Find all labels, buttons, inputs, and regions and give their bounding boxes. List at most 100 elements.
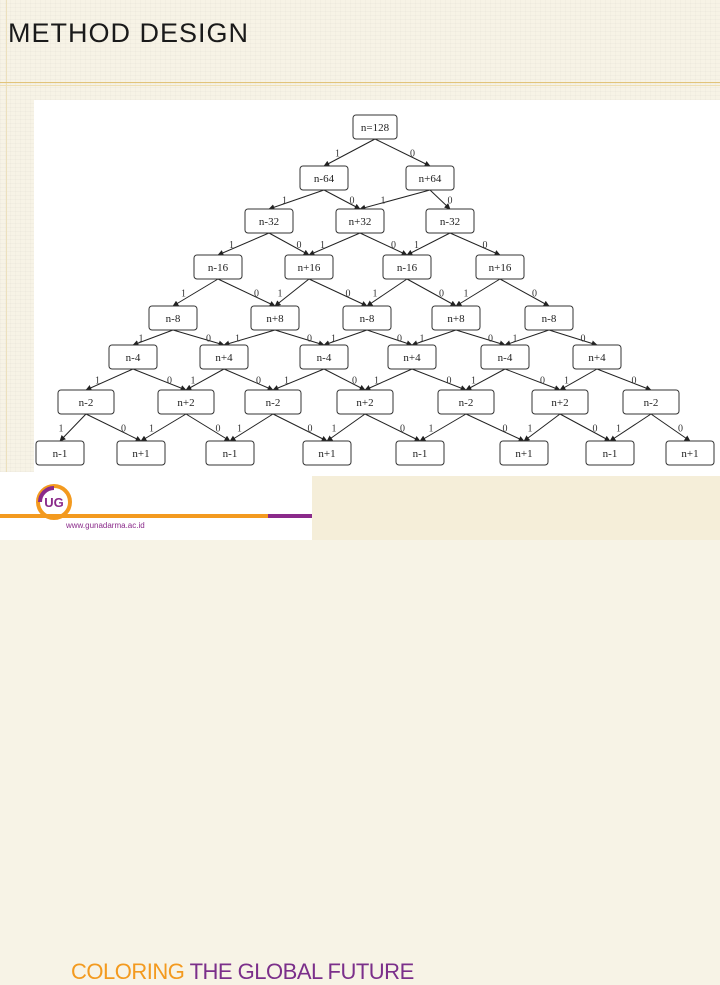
tree-node-label: n-2 bbox=[459, 397, 474, 409]
slide-frame-line bbox=[6, 0, 7, 540]
website-link[interactable]: www.gunadarma.ac.id bbox=[66, 521, 145, 530]
tree-node-label: n-64 bbox=[314, 173, 335, 185]
tree-edge bbox=[268, 232, 310, 256]
tree-node-label: n-32 bbox=[259, 216, 279, 228]
edge-label: 1 bbox=[278, 289, 283, 300]
tree-edge bbox=[650, 413, 691, 442]
tree-edge bbox=[308, 278, 368, 307]
tree-node-label: n-4 bbox=[317, 352, 332, 364]
tree-edge bbox=[449, 232, 501, 256]
edge-label: 1 bbox=[95, 376, 100, 387]
tree-node-box bbox=[499, 440, 549, 466]
tree-node: n-2 bbox=[622, 389, 680, 415]
edge-label: 1 bbox=[139, 334, 144, 345]
edge-label: 1 bbox=[229, 240, 234, 251]
tree-node: n+1 bbox=[665, 440, 715, 466]
tree-node-label: n-32 bbox=[440, 216, 460, 228]
edge-label: 0 bbox=[532, 289, 537, 300]
tree-node-box bbox=[437, 389, 495, 415]
tree-node: n=128 bbox=[352, 114, 398, 140]
tree-edge bbox=[132, 329, 174, 346]
tree-edge bbox=[274, 329, 325, 347]
edge-label: 1 bbox=[464, 289, 469, 300]
edge-label: 1 bbox=[282, 196, 287, 207]
tree-node: n+4 bbox=[387, 344, 437, 370]
edge-label: 1 bbox=[381, 196, 386, 207]
edge-label: 0 bbox=[350, 196, 355, 207]
edge-label: 0 bbox=[256, 376, 261, 387]
title-underline bbox=[0, 82, 720, 83]
tree-node: n-4 bbox=[480, 344, 530, 370]
tree-node: n+1 bbox=[116, 440, 166, 466]
edge-label: 0 bbox=[308, 424, 313, 435]
edge-label: 1 bbox=[191, 376, 196, 387]
tree-node: n-8 bbox=[342, 305, 392, 331]
edge-label: 0 bbox=[397, 334, 402, 345]
edge-label: 0 bbox=[488, 334, 493, 345]
tree-node: n-4 bbox=[108, 344, 158, 370]
tree-edge bbox=[559, 413, 611, 442]
tree-node: n-4 bbox=[299, 344, 349, 370]
tree-node: n-1 bbox=[585, 440, 635, 466]
edge-label: 0 bbox=[581, 334, 586, 345]
tree-edge bbox=[548, 329, 598, 347]
tree-node-box bbox=[302, 440, 352, 466]
tree-edge bbox=[140, 413, 187, 442]
edge-label: 1 bbox=[237, 424, 242, 435]
edge-label: 1 bbox=[564, 376, 569, 387]
tree-edge bbox=[374, 138, 431, 167]
tree-node-box bbox=[336, 389, 394, 415]
tree-edge bbox=[323, 368, 366, 391]
edge-label: 0 bbox=[346, 289, 351, 300]
edge-label: 1 bbox=[616, 424, 621, 435]
tree-node-box bbox=[284, 254, 334, 280]
tree-node-box bbox=[299, 165, 349, 191]
tree-edge bbox=[274, 278, 310, 307]
tree-node-box bbox=[622, 389, 680, 415]
tree-node-label: n+1 bbox=[681, 448, 698, 460]
footer-brand-area: UG COLORING THE GLOBAL FUTURE bbox=[0, 476, 414, 984]
tree-edge bbox=[217, 278, 276, 307]
tree-edge bbox=[85, 413, 142, 442]
tree-node: n-1 bbox=[205, 440, 255, 466]
tree-node-label: n+1 bbox=[132, 448, 149, 460]
edge-label: 0 bbox=[678, 424, 683, 435]
tree-node-label: n-2 bbox=[266, 397, 281, 409]
tree-node: n+32 bbox=[335, 208, 385, 234]
tree-node-label: n-2 bbox=[644, 397, 659, 409]
tree-node: n-2 bbox=[437, 389, 495, 415]
edge-label: 1 bbox=[335, 149, 340, 160]
tree-node: n-64 bbox=[299, 165, 349, 191]
tree-node: n+16 bbox=[475, 254, 525, 280]
tree-node-box bbox=[572, 344, 622, 370]
tree-node-box bbox=[193, 254, 243, 280]
edge-label: 0 bbox=[121, 424, 126, 435]
tree-node: n-2 bbox=[244, 389, 302, 415]
tree-edge bbox=[455, 278, 501, 307]
tree-node: n-32 bbox=[244, 208, 294, 234]
tree-node-label: n-8 bbox=[166, 313, 181, 325]
tree-edge bbox=[411, 329, 457, 347]
tree-node-box bbox=[116, 440, 166, 466]
tree-edge bbox=[499, 278, 550, 307]
tree-node: n-8 bbox=[148, 305, 198, 331]
edge-label: 1 bbox=[149, 424, 154, 435]
tree-node-label: n-16 bbox=[397, 262, 418, 274]
tree-edge bbox=[429, 189, 451, 210]
tree-edge bbox=[359, 232, 408, 256]
tree-node-label: n-1 bbox=[603, 448, 618, 460]
tree-node-label: n-8 bbox=[542, 313, 557, 325]
tagline: COLORING THE GLOBAL FUTURE bbox=[71, 959, 414, 985]
tree-edge bbox=[59, 413, 87, 442]
tree-node-box bbox=[405, 165, 455, 191]
tree-node-label: n+4 bbox=[215, 352, 233, 364]
tree-node-label: n-1 bbox=[53, 448, 68, 460]
tree-edge bbox=[364, 368, 413, 391]
tree-node: n+16 bbox=[284, 254, 334, 280]
tree-node-box bbox=[431, 305, 481, 331]
tree-edge bbox=[323, 189, 361, 210]
tree-edge bbox=[308, 232, 361, 256]
footer-purple-band bbox=[268, 514, 312, 518]
tree-node: n+4 bbox=[572, 344, 622, 370]
edge-label: 1 bbox=[513, 334, 518, 345]
